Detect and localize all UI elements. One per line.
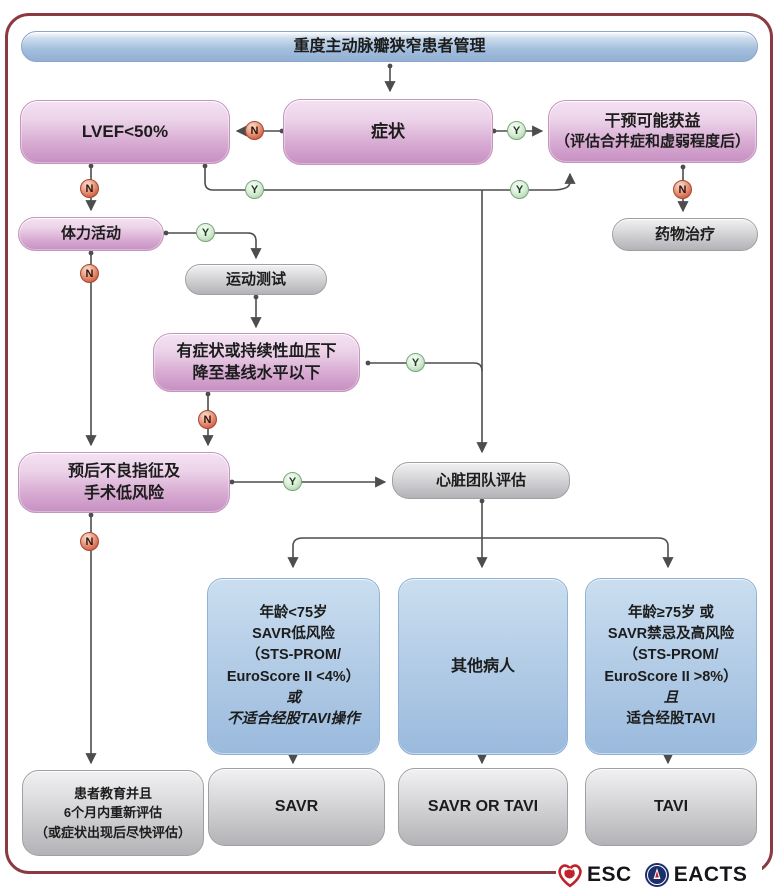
node-savr-label: SAVR: [274, 798, 319, 816]
esc-heart-icon: [558, 864, 582, 888]
savr-candidate-line3: （STS-PROM/: [245, 647, 342, 664]
node-medical-therapy: 药物治疗: [612, 218, 758, 251]
node-heart-team: 心脏团队评估: [392, 462, 570, 499]
node-physical-activity-label: 体力活动: [60, 225, 121, 243]
badge-letter: N: [250, 124, 259, 137]
node-exercise-symptoms-line1: 有症状或持续性血压下: [176, 343, 337, 361]
node-poor-prognosis: 预后不良指征及 手术低风险: [18, 452, 230, 513]
node-symptoms-label: 症状: [371, 121, 405, 141]
savr-candidate-line6: 不适合经股TAVI操作: [227, 710, 360, 727]
tavi-candidate-line5: 且: [663, 689, 679, 706]
eacts-emblem-icon: [644, 862, 669, 887]
badge-letter: N: [203, 413, 212, 426]
badge-letter: Y: [201, 226, 210, 239]
tavi-candidate-line3: （STS-PROM/: [623, 647, 719, 664]
node-savr: SAVR: [208, 768, 385, 846]
title-banner: 重度主动脉瓣狭窄患者管理: [21, 31, 758, 62]
node-poor-prognosis-line1: 预后不良指征及: [67, 463, 180, 481]
badge-no-intervention-to-medical: N: [673, 180, 692, 199]
badge-letter: N: [85, 535, 94, 548]
badge-letter: Y: [512, 124, 521, 137]
node-heart-team-label: 心脏团队评估: [435, 471, 526, 489]
footer-logos: ESC EACTS: [556, 858, 762, 891]
badge-letter: Y: [288, 475, 297, 488]
eacts-logo-text: EACTS: [673, 862, 748, 886]
patient-education-line3: （或症状出现后尽快评估）: [34, 824, 191, 840]
node-tavi-candidate: 年龄≥75岁 或 SAVR禁忌及高风险 （STS-PROM/ EuroScore…: [585, 578, 757, 755]
other-patients-label: 其他病人: [450, 657, 515, 675]
node-savr-candidate: 年龄<75岁 SAVR低风险 （STS-PROM/ EuroScore II <…: [207, 578, 380, 755]
node-lvef: LVEF<50%: [20, 100, 230, 164]
node-exercise-symptoms: 有症状或持续性血压下 降至基线水平以下: [153, 333, 360, 392]
badge-yes-lvef: Y: [245, 180, 264, 199]
node-tavi-label: TAVI: [653, 798, 689, 816]
badge-yes-symptoms-to-intervention: Y: [507, 121, 526, 140]
badge-yes-physical-to-exercise: Y: [196, 223, 215, 242]
savr-candidate-line4: EuroScore II <4%）: [226, 668, 361, 685]
badge-no-lvef-to-physical: N: [80, 179, 99, 198]
node-intervention-line1: 干预可能获益: [604, 113, 701, 131]
badge-yes-prognosis-to-heart-team: Y: [283, 472, 302, 491]
node-exercise-test: 运动测试: [185, 264, 327, 295]
node-poor-prognosis-line2: 手术低风险: [83, 484, 164, 502]
node-savr-or-tavi-label: SAVR OR TAVI: [427, 798, 539, 816]
savr-candidate-line5: 或: [286, 689, 301, 706]
badge-letter: N: [678, 183, 687, 196]
badge-yes-to-intervention: Y: [510, 180, 529, 199]
badge-no-physical: N: [80, 264, 99, 283]
badge-no-prognosis: N: [80, 532, 99, 551]
node-intervention-benefit: 干预可能获益 （评估合并症和虚弱程度后）: [548, 100, 757, 163]
node-lvef-label: LVEF<50%: [81, 121, 169, 141]
node-exercise-symptoms-line2: 降至基线水平以下: [192, 364, 321, 382]
tavi-candidate-line2: SAVR禁忌及高风险: [607, 626, 735, 643]
patient-education-line1: 患者教育并且: [73, 785, 152, 801]
node-physical-activity: 体力活动: [18, 217, 164, 251]
node-medical-therapy-label: 药物治疗: [654, 225, 715, 243]
node-other-patients: 其他病人: [398, 578, 568, 755]
badge-letter: Y: [250, 183, 259, 196]
badge-letter: Y: [411, 356, 420, 369]
node-savr-or-tavi: SAVR OR TAVI: [398, 768, 568, 846]
node-exercise-test-label: 运动测试: [225, 270, 286, 288]
badge-no-symptoms-to-lvef: N: [245, 121, 264, 140]
node-tavi: TAVI: [585, 768, 757, 846]
savr-candidate-line1: 年龄<75岁: [259, 605, 328, 622]
node-patient-education: 患者教育并且 6个月内重新评估 （或症状出现后尽快评估）: [22, 770, 204, 856]
badge-letter: N: [85, 182, 94, 195]
badge-no-exercise-symptoms: N: [198, 410, 217, 429]
page-title: 重度主动脉瓣狭窄患者管理: [293, 37, 486, 55]
tavi-candidate-line6: 适合经股TAVI: [626, 710, 716, 727]
node-symptoms: 症状: [283, 99, 493, 165]
savr-candidate-line2: SAVR低风险: [252, 626, 335, 643]
esc-logo-text: ESC: [587, 862, 632, 886]
badge-letter: N: [85, 267, 94, 280]
patient-education-line2: 6个月内重新评估: [63, 805, 163, 821]
tavi-candidate-line1: 年龄≥75岁 或: [627, 605, 715, 622]
badge-yes-exercise-symptoms: Y: [406, 353, 425, 372]
badge-letter: Y: [515, 183, 524, 196]
node-intervention-line2: （评估合并症和虚弱程度后）: [554, 133, 750, 151]
tavi-candidate-line4: EuroScore II >8%）: [604, 668, 738, 685]
